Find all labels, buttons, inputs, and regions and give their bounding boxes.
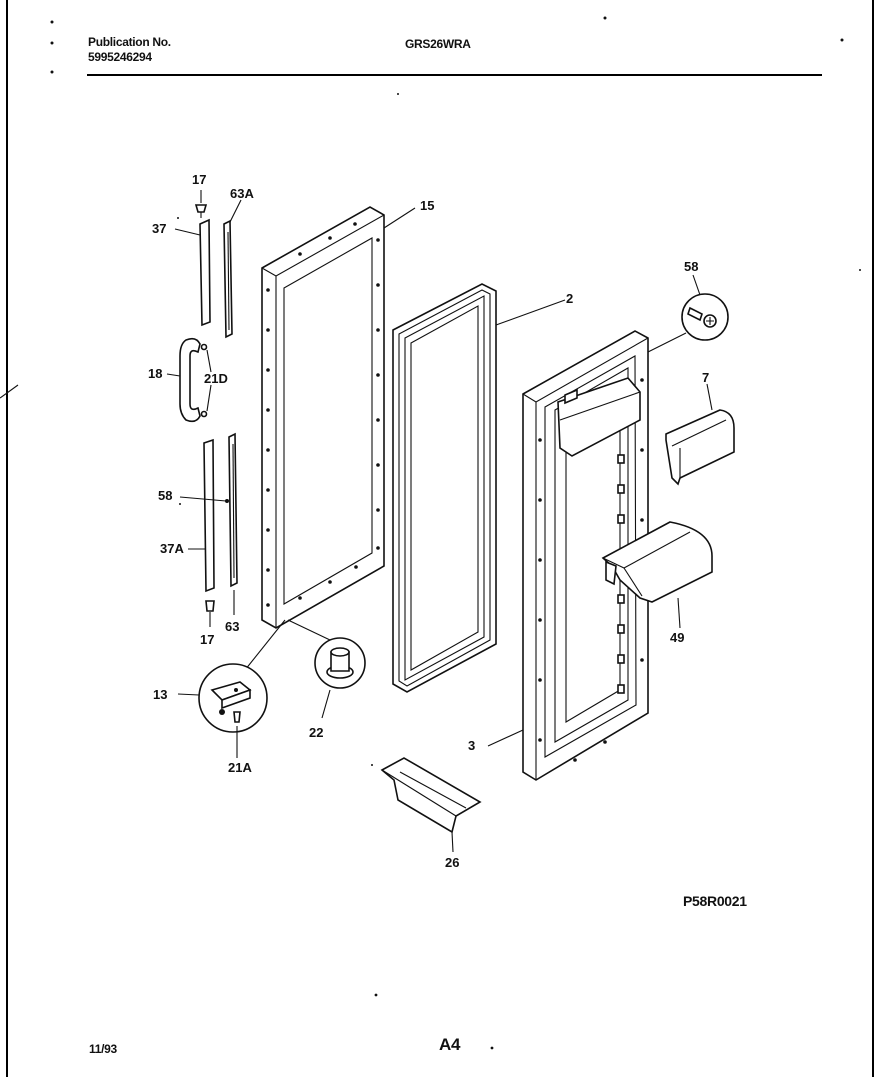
callout-18: 18 [148,366,163,381]
part-37-trim-strip [174,218,211,327]
callout-3: 3 [468,738,476,753]
publication-number: 5995246294 [88,50,152,64]
model-number: GRS26WRA [405,37,471,51]
callout-13: 13 [153,687,168,702]
inner-panel-shelf-stops [617,454,625,694]
part-17-screw-top [194,190,208,218]
part-18-handle [166,337,212,423]
callout-58-top: 58 [684,259,699,274]
callout-17-bottom: 17 [200,632,215,647]
callout-22: 22 [309,725,324,740]
part-15-door-frame [261,206,416,629]
callout-63a: 63A [230,186,254,201]
header-rule [87,74,822,76]
callout-58-mid: 58 [158,488,173,503]
diagram-code: P58R0021 [683,893,747,909]
callout-15: 15 [420,198,435,213]
scan-specks [50,16,861,1050]
callout-7: 7 [702,370,710,385]
publication-label: Publication No. [88,35,171,49]
callout-21a: 21A [228,760,252,775]
part-49-door-bin [601,521,713,629]
part-22-bushing-detail [287,619,366,719]
callout-26: 26 [445,855,460,870]
part-3-inner-door-panel [487,330,687,781]
part-13-hinge-detail [177,619,286,758]
footer-date: 11/93 [89,1042,117,1056]
callout-2: 2 [566,291,574,306]
part-58-screw-detail [681,274,729,341]
callout-49: 49 [670,630,685,645]
page-frame [6,0,874,1077]
callout-17-top: 17 [192,172,207,187]
callout-21d: 21D [204,371,228,386]
callout-63: 63 [225,619,240,634]
part-63-strip [179,432,238,615]
part-7-dairy-cover [665,383,735,486]
part-63a-strip [223,199,242,339]
footer-page-number: A4 [439,1035,461,1054]
part-37a-trim-strip [188,438,215,593]
inner-panel-holes [538,378,644,762]
callout-37: 37 [152,221,167,236]
callout-37a: 37A [160,541,184,556]
margin-mark [0,384,19,399]
part-2-gasket [392,283,566,693]
part-17-screw-bottom [205,600,215,627]
door-frame-holes [266,222,380,607]
part-26-bottom-bin [380,757,482,853]
